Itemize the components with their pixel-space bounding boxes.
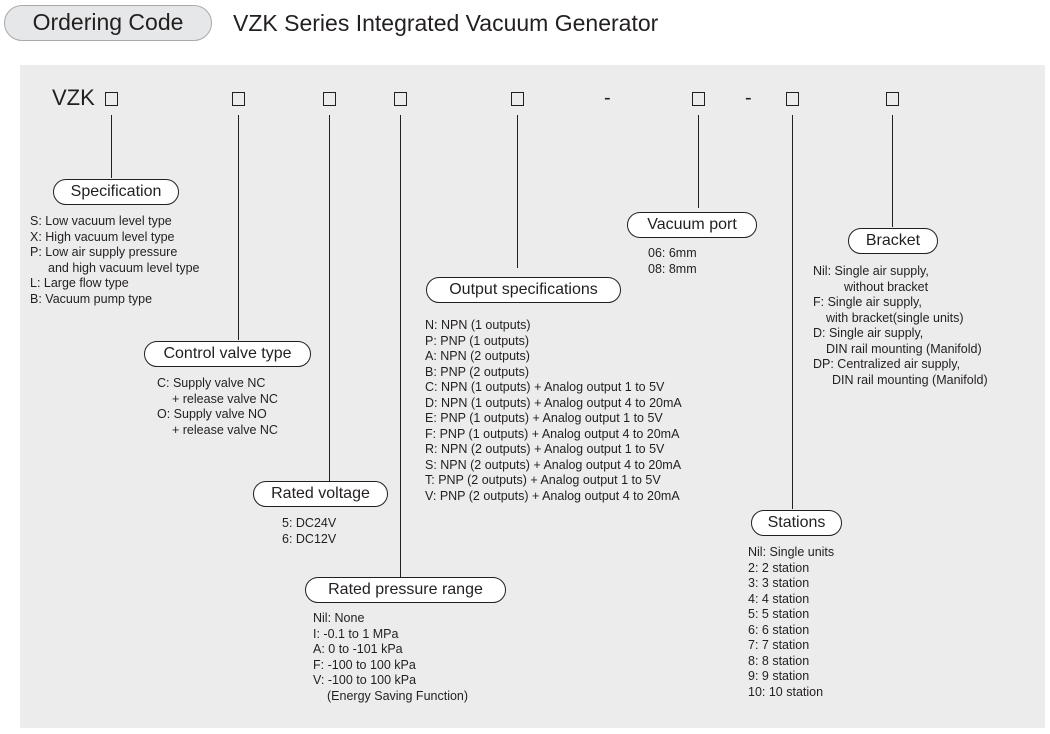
option-item: F: PNP (1 outputs) + Analog output 4 to … [425,426,680,441]
code-separator-2: - [745,87,752,109]
option-item: Nil: None [313,611,365,625]
option-item: 08: 8mm [648,261,697,276]
option-item: + release valve NC [172,391,278,406]
code-box-pressure-range [394,92,407,106]
option-item: (Energy Saving Function) [327,688,469,703]
option-item: 4: 4 station [748,591,810,606]
leader-line-pressure-range [400,115,402,577]
option-item: without bracket [844,279,929,294]
option-item: R: NPN (2 outputs) + Analog output 1 to … [425,442,665,456]
option-item: P: Low air supply pressure [30,245,178,259]
label-specification: Specification [53,179,179,205]
option-item: and high vacuum level type [48,260,200,275]
option-item: F: Single air supply, [813,295,922,309]
leader-line-vacuum-port [698,115,700,208]
label-output-specifications: Output specifications [426,277,621,303]
leader-line-bracket [892,115,894,227]
code-box-stations [786,92,799,106]
option-item: DP: Centralized air supply, [813,357,961,371]
option-item: B: PNP (2 outputs) [425,364,529,379]
option-item: O: Supply valve NO [157,407,267,421]
vacuum-port-options: 06: 6mm 08: 8mm [648,246,697,277]
label-bracket: Bracket [848,228,938,254]
option-item: Nil: Single units [748,545,835,559]
option-item: 9: 9 station [748,669,810,683]
option-item: 3: 3 station [748,576,810,590]
option-item: P: PNP (1 outputs) [425,333,529,348]
option-item: Nil: Single air supply, [813,264,929,278]
option-item: 5: DC24V [282,516,337,530]
option-item: 7: 7 station [748,638,810,652]
option-item: 8: 8 station [748,653,810,668]
code-box-output [511,92,524,106]
code-box-control-valve [232,92,245,106]
option-item: V: PNP (2 outputs) + Analog output 4 to … [425,488,680,503]
option-item: 06: 6mm [648,246,697,260]
option-item: T: PNP (2 outputs) + Analog output 1 to … [425,473,661,487]
option-item: DIN rail mounting (Manifold) [832,372,988,387]
option-item: X: High vacuum level type [30,229,175,244]
leader-line-stations [792,115,794,509]
ordering-code-badge: Ordering Code [4,5,212,41]
option-item: 6: 6 station [748,622,810,637]
option-item: DIN rail mounting (Manifold) [826,341,982,356]
label-vacuum-port: Vacuum port [627,212,757,238]
pressure-range-options: Nil: None I: -0.1 to 1 MPa A: 0 to -101 … [313,611,468,704]
code-box-specification [105,92,118,106]
label-control-valve-type: Control valve type [144,341,311,367]
leader-line-control-valve [238,115,240,340]
option-item: V: -100 to 100 kPa [313,673,417,687]
code-separator-1: - [604,87,611,109]
option-item: 5: 5 station [748,607,810,621]
label-rated-pressure-range: Rated pressure range [305,577,506,603]
option-item: S: Low vacuum level type [30,214,172,228]
stations-options: Nil: Single units 2: 2 station 3: 3 stat… [748,545,834,700]
code-prefix: VZK [52,85,95,110]
option-item: C: Supply valve NC [157,376,266,390]
label-stations: Stations [751,510,842,536]
code-box-vacuum-port [692,92,705,106]
ordering-code-diagram [20,65,1045,728]
code-box-bracket [886,92,899,106]
page-title: VZK Series Integrated Vacuum Generator [233,10,659,36]
option-item: L: Large flow type [30,276,129,290]
option-item: N: NPN (1 outputs) [425,318,531,332]
option-item: 6: DC12V [282,531,337,546]
option-item: D: Single air supply, [813,326,924,340]
option-item: with bracket(single units) [826,310,964,325]
leader-line-specification [111,115,113,178]
specification-options: S: Low vacuum level type X: High vacuum … [30,214,199,307]
option-item: S: NPN (2 outputs) + Analog output 4 to … [425,457,682,472]
option-item: A: 0 to -101 kPa [313,642,403,656]
leader-line-output [517,115,519,268]
option-item: B: Vacuum pump type [30,291,153,306]
option-item: 10: 10 station [748,684,824,699]
option-item: + release valve NC [172,422,278,437]
option-item: 2: 2 station [748,560,810,575]
option-item: D: NPN (1 outputs) + Analog output 4 to … [425,395,682,410]
option-item: E: PNP (1 outputs) + Analog output 1 to … [425,411,663,425]
option-item: F: -100 to 100 kPa [313,657,416,672]
output-options: N: NPN (1 outputs) P: PNP (1 outputs) A:… [425,318,682,504]
option-item: C: NPN (1 outputs) + Analog output 1 to … [425,380,665,394]
rated-voltage-options: 5: DC24V 6: DC12V [282,516,336,547]
bracket-options: Nil: Single air supply, without bracket … [813,264,988,388]
code-box-rated-voltage [323,92,336,106]
leader-line-rated-voltage [329,115,331,481]
option-item: A: NPN (2 outputs) [425,349,530,363]
option-item: I: -0.1 to 1 MPa [313,626,399,641]
label-rated-voltage: Rated voltage [253,481,388,507]
control-valve-options: C: Supply valve NC + release valve NC O:… [157,376,278,438]
